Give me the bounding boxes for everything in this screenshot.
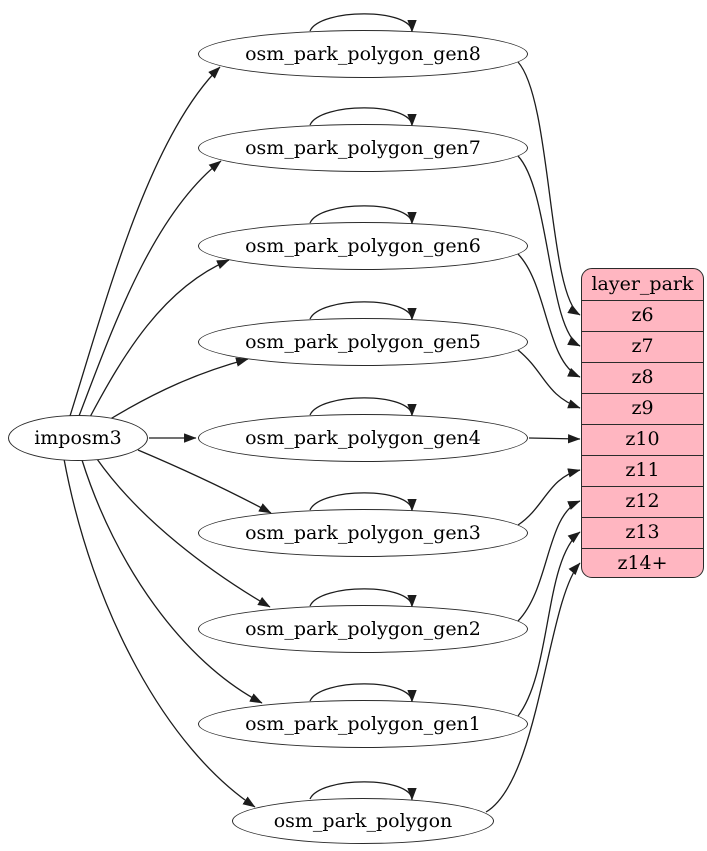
node-label: osm_park_polygon_gen7 xyxy=(245,137,481,159)
node-osm-park-polygon-gen1: osm_park_polygon_gen1 xyxy=(198,700,528,748)
edge-imposm3-to-osm_park_polygon_gen7 xyxy=(78,160,222,417)
record-row-z13: z13 xyxy=(582,517,703,548)
record-row-z8: z8 xyxy=(582,362,703,393)
edge-osm_park_polygon_gen1-to-z13 xyxy=(517,531,581,717)
node-imposm3: imposm3 xyxy=(8,415,148,461)
record-row-z9: z9 xyxy=(582,393,703,424)
edge-osm_park_polygon_gen4-to-z10 xyxy=(528,434,581,444)
self-loop-osm_park_polygon_gen4 xyxy=(309,397,417,417)
edge-imposm3-to-osm_park_polygon_gen8 xyxy=(69,66,221,417)
record-row-z6: z6 xyxy=(582,300,703,331)
record-row-z10: z10 xyxy=(582,424,703,455)
self-loop-osm_park_polygon_gen6 xyxy=(309,205,417,225)
node-label: osm_park_polygon_gen8 xyxy=(245,43,481,65)
record-row-z11: z11 xyxy=(582,455,703,486)
record-layer-park: layer_park z6 z7 z8 z9 z10 z11 z12 z13 z… xyxy=(581,268,704,578)
record-row-z14: z14+ xyxy=(582,548,703,577)
node-label: osm_park_polygon_gen3 xyxy=(245,522,481,544)
edge-osm_park_polygon_gen7-to-z7 xyxy=(517,155,581,347)
node-osm-park-polygon-gen8: osm_park_polygon_gen8 xyxy=(198,30,528,78)
edge-osm_park_polygon_gen2-to-z12 xyxy=(517,500,581,622)
edge-osm_park_polygon_gen3-to-z11 xyxy=(517,468,581,526)
node-label: osm_park_polygon_gen1 xyxy=(245,713,481,735)
self-loop-osm_park_polygon_gen5 xyxy=(309,301,417,321)
node-label: osm_park_polygon_gen4 xyxy=(245,427,481,449)
node-osm-park-polygon-gen2: osm_park_polygon_gen2 xyxy=(198,605,528,653)
edge-imposm3-to-osm_park_polygon_gen2 xyxy=(96,458,271,608)
edge-osm_park_polygon_gen6-to-z8 xyxy=(517,253,581,378)
node-osm-park-polygon-gen7: osm_park_polygon_gen7 xyxy=(198,124,528,172)
edge-imposm3-to-osm_park_polygon_gen5 xyxy=(106,357,249,422)
record-row-z12: z12 xyxy=(582,486,703,517)
node-osm-park-polygon-gen5: osm_park_polygon_gen5 xyxy=(198,318,528,366)
edge-osm_park_polygon-to-z14+ xyxy=(485,562,581,813)
self-loop-osm_park_polygon_gen7 xyxy=(309,107,417,127)
node-osm-park-polygon-gen4: osm_park_polygon_gen4 xyxy=(198,414,528,462)
edge-osm_park_polygon_gen5-to-z9 xyxy=(517,349,581,409)
node-label: osm_park_polygon_gen2 xyxy=(245,618,481,640)
node-label: osm_park_polygon_gen6 xyxy=(245,235,481,257)
node-osm-park-polygon-gen6: osm_park_polygon_gen6 xyxy=(198,222,528,270)
edge-imposm3-to-osm_park_polygon xyxy=(63,458,256,808)
edge-imposm3-to-osm_park_polygon_gen3 xyxy=(137,449,272,514)
self-loop-osm_park_polygon_gen2 xyxy=(309,588,417,608)
edge-imposm3-to-osm_park_polygon_gen1 xyxy=(81,459,263,704)
edge-imposm3-to-osm_park_polygon_gen6 xyxy=(89,259,230,418)
record-title: layer_park xyxy=(591,273,694,295)
self-loop-osm_park_polygon_gen3 xyxy=(309,492,417,512)
node-label: osm_park_polygon_gen5 xyxy=(245,331,481,353)
self-loop-osm_park_polygon_gen8 xyxy=(309,13,417,33)
node-osm-park-polygon-gen3: osm_park_polygon_gen3 xyxy=(198,509,528,557)
node-label: imposm3 xyxy=(34,427,122,449)
self-loop-osm_park_polygon_gen1 xyxy=(309,683,417,703)
node-label: osm_park_polygon xyxy=(273,810,453,832)
self-loop-osm_park_polygon xyxy=(309,781,417,801)
node-osm-park-polygon: osm_park_polygon xyxy=(232,798,494,844)
record-row-z7: z7 xyxy=(582,331,703,362)
edge-osm_park_polygon_gen8-to-z6 xyxy=(517,61,581,316)
